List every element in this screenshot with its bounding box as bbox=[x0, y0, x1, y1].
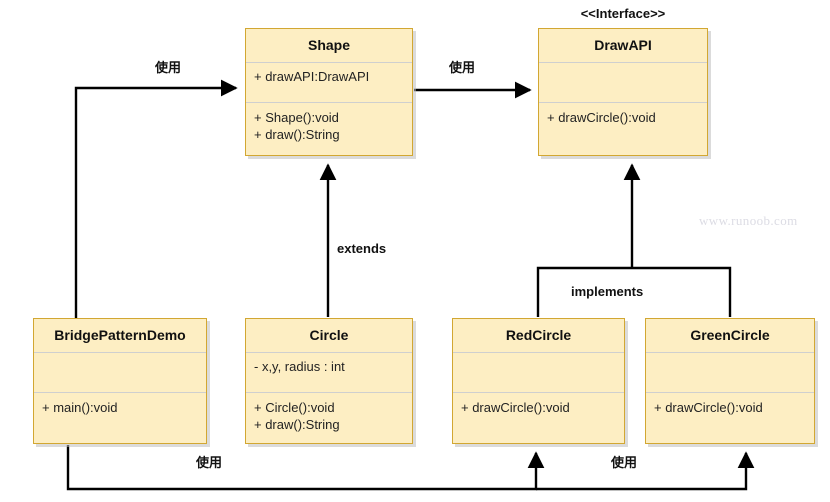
edge-label-shape-uses-drawapi: 使用 bbox=[449, 60, 476, 75]
edge-label-demo-uses-shape: 使用 bbox=[155, 60, 182, 75]
class-operations-bridgepatterndemo: + main():void bbox=[34, 393, 206, 443]
class-operations-circle: + Circle():void + draw():String bbox=[246, 393, 412, 443]
class-name-shape: Shape bbox=[246, 29, 412, 63]
class-box-bridgepatterndemo[interactable]: BridgePatternDemo + main():void bbox=[33, 318, 207, 444]
class-name-drawapi: DrawAPI bbox=[539, 29, 707, 63]
edge-label-demo-uses-redcircle: 使用 bbox=[196, 455, 223, 470]
class-attributes-redcircle bbox=[453, 353, 624, 393]
edge-demo-uses-shape bbox=[74, 79, 238, 318]
class-attributes-shape: + drawAPI:DrawAPI bbox=[246, 63, 412, 103]
class-attributes-drawapi bbox=[539, 63, 707, 103]
operation-row: + Circle():void bbox=[254, 400, 335, 415]
edge-demo-uses-redcircle bbox=[66, 445, 545, 491]
class-box-circle[interactable]: Circle - x,y, radius : int + Circle():vo… bbox=[245, 318, 413, 444]
class-box-redcircle[interactable]: RedCircle + drawCircle():void bbox=[452, 318, 625, 444]
class-name-circle: Circle bbox=[246, 319, 412, 353]
operation-row: + draw():String bbox=[254, 127, 340, 142]
edge-label-circles-implement-drawapi: implements bbox=[571, 284, 644, 299]
class-attributes-circle: - x,y, radius : int bbox=[246, 353, 412, 393]
operation-row: + draw():String bbox=[254, 417, 340, 432]
operation-row: + drawCircle():void bbox=[654, 400, 763, 415]
stereotype-drawapi: <<Interface>> bbox=[580, 6, 666, 21]
edge-label-demo-uses-greencircle: 使用 bbox=[611, 455, 638, 470]
class-name-bridgepatterndemo: BridgePatternDemo bbox=[34, 319, 206, 353]
class-operations-redcircle: + drawCircle():void bbox=[453, 393, 624, 443]
operation-row: + Shape():void bbox=[254, 110, 339, 125]
attribute-row: + drawAPI:DrawAPI bbox=[254, 69, 370, 84]
class-operations-greencircle: + drawCircle():void bbox=[646, 393, 814, 443]
class-operations-drawapi: + drawCircle():void bbox=[539, 103, 707, 155]
class-name-redcircle: RedCircle bbox=[453, 319, 624, 353]
class-box-greencircle[interactable]: GreenCircle + drawCircle():void bbox=[645, 318, 815, 444]
operation-row: + drawCircle():void bbox=[547, 110, 656, 125]
class-box-drawapi[interactable]: DrawAPI + drawCircle():void bbox=[538, 28, 708, 156]
class-operations-shape: + Shape():void + draw():String bbox=[246, 103, 412, 155]
class-attributes-greencircle bbox=[646, 353, 814, 393]
operation-row: + main():void bbox=[42, 400, 118, 415]
class-name-greencircle: GreenCircle bbox=[646, 319, 814, 353]
edge-label-circle-extends-shape: extends bbox=[337, 241, 387, 256]
class-box-shape[interactable]: Shape + drawAPI:DrawAPI + Shape():void +… bbox=[245, 28, 413, 156]
edge-demo-uses-greencircle bbox=[536, 451, 755, 491]
operation-row: + drawCircle():void bbox=[461, 400, 570, 415]
class-attributes-bridgepatterndemo bbox=[34, 353, 206, 393]
site-watermark: www.runoob.com bbox=[699, 213, 798, 228]
attribute-row: - x,y, radius : int bbox=[254, 359, 345, 374]
